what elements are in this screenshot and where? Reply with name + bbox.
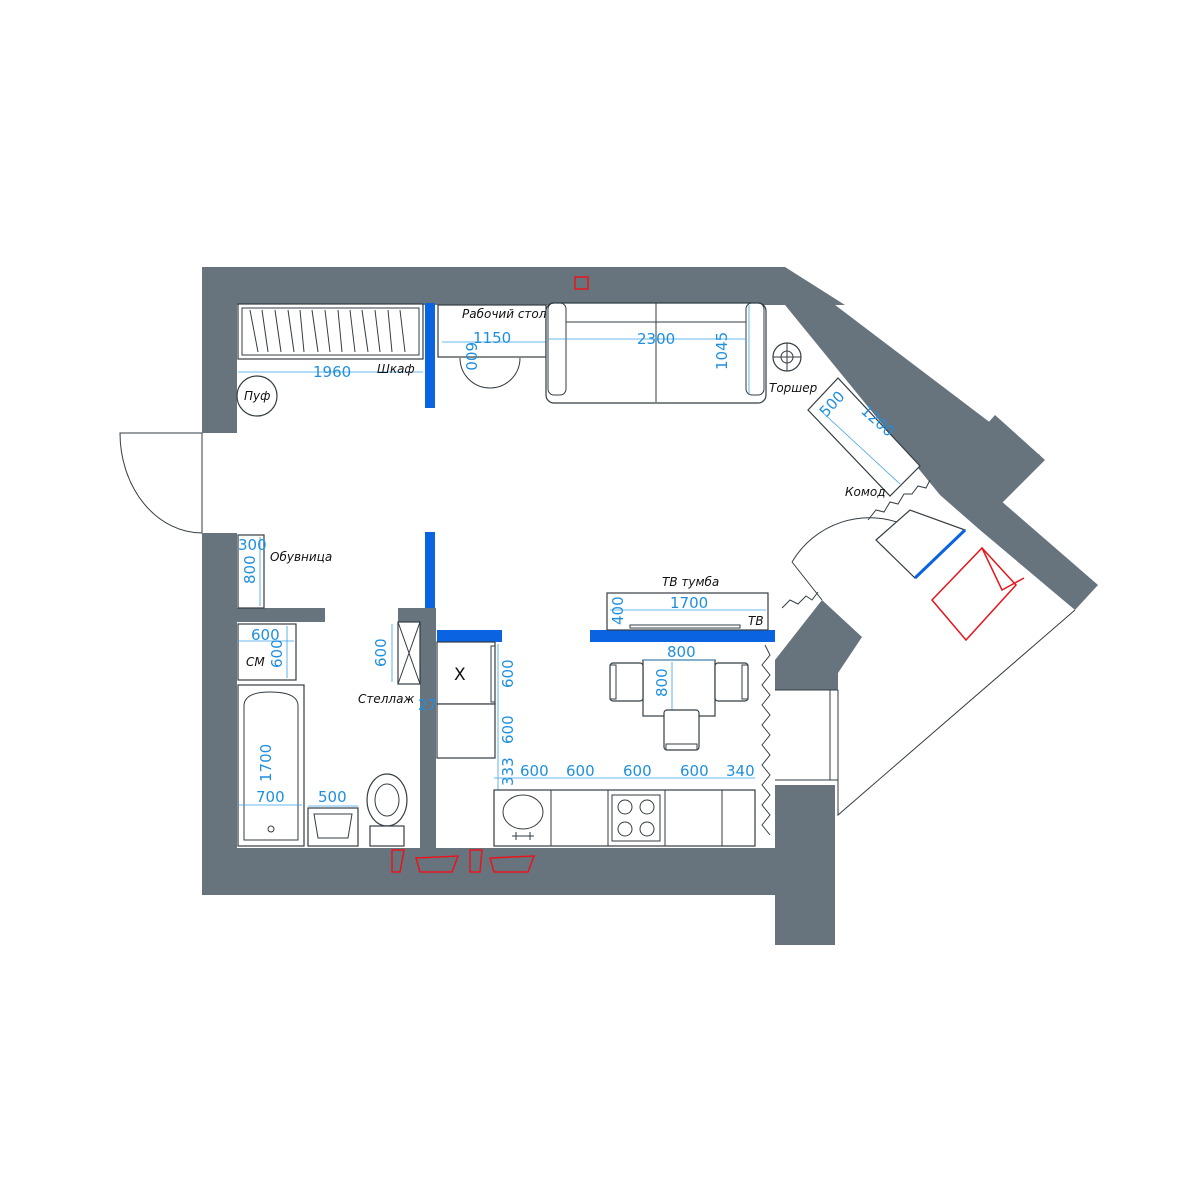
sofa bbox=[545, 302, 767, 404]
dim-kitchen-col-2: 600 bbox=[499, 715, 517, 744]
tv-stand bbox=[606, 592, 769, 631]
dim-kitchen-col-1: 600 bbox=[499, 659, 517, 688]
label-shelving: Стеллаж bbox=[358, 692, 414, 706]
dim-kitchen-row-2: 600 bbox=[566, 762, 595, 780]
entry-door bbox=[119, 432, 203, 534]
dim-washer-depth: 600 bbox=[268, 639, 286, 668]
dim-desk-depth: 600 bbox=[462, 342, 480, 371]
dim-kitchen-row-3: 600 bbox=[623, 762, 652, 780]
dim-bath-width: 700 bbox=[256, 788, 285, 806]
floor-lamp bbox=[772, 342, 802, 372]
label-desk: Рабочий стол bbox=[462, 307, 547, 321]
dim-kitchen-row-5: 340 bbox=[726, 762, 755, 780]
balcony bbox=[775, 546, 1076, 817]
dim-wardrobe-width: 1960 bbox=[313, 363, 351, 381]
dim-bath-length: 1700 bbox=[257, 744, 275, 782]
dim-tv-depth: 400 bbox=[609, 596, 627, 625]
dim-shoe-depth: 300 bbox=[238, 536, 267, 554]
desk bbox=[437, 304, 547, 389]
dim-washer-width: 600 bbox=[251, 626, 280, 644]
dim-kitchen-row-1: 600 bbox=[520, 762, 549, 780]
dim-kitchen-col-3: 333 bbox=[499, 757, 517, 786]
dim-tv-width: 1700 bbox=[670, 594, 708, 612]
kitchen-sink bbox=[502, 794, 544, 840]
dim-table-depth: 800 bbox=[653, 668, 671, 697]
washer bbox=[237, 623, 297, 681]
partitions bbox=[425, 303, 775, 642]
label-cross: X bbox=[454, 665, 466, 685]
label-floor-lamp: Торшер bbox=[769, 381, 818, 395]
dim-sofa-width: 2300 bbox=[637, 330, 675, 348]
dining-table bbox=[609, 659, 749, 751]
dim-sink-width: 500 bbox=[318, 788, 347, 806]
label-wardrobe: Шкаф bbox=[377, 362, 415, 376]
label-tv: ТВ bbox=[748, 614, 764, 628]
kitchen-counter bbox=[493, 777, 756, 847]
walls bbox=[202, 267, 1098, 945]
wardrobe bbox=[237, 303, 424, 360]
label-tv-stand: ТВ тумба bbox=[662, 575, 719, 589]
shelving bbox=[391, 621, 421, 685]
label-dresser: Комод bbox=[845, 485, 886, 499]
label-pouf: Пуф bbox=[244, 389, 270, 403]
red-markers bbox=[391, 276, 589, 873]
dresser bbox=[807, 377, 921, 497]
dim-table-width: 800 bbox=[667, 643, 696, 661]
bathroom-sink bbox=[307, 805, 359, 847]
dim-shoe-width: 800 bbox=[241, 555, 259, 584]
pouf bbox=[236, 375, 278, 417]
toilet bbox=[366, 773, 408, 847]
label-shoe-rack: Обувница bbox=[270, 550, 332, 564]
dim-shelf-height: 600 bbox=[372, 638, 390, 667]
bathtub bbox=[237, 684, 305, 847]
kitchen-tall-units bbox=[436, 641, 499, 790]
dim-kitchen-row-4: 600 bbox=[680, 762, 709, 780]
dim-desk-width: 1150 bbox=[473, 329, 511, 347]
shoe-rack bbox=[237, 534, 265, 609]
label-washer: СМ bbox=[246, 655, 265, 669]
balcony-door bbox=[761, 479, 967, 836]
dim-sofa-depth: 1045 bbox=[713, 332, 731, 370]
cooktop bbox=[611, 794, 661, 842]
